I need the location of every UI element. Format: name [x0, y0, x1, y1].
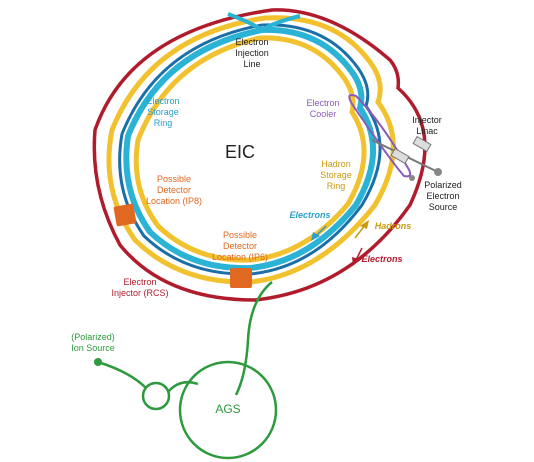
label-detector-ip6: Possible Detector Location (IP6) — [212, 230, 268, 262]
label-ion-source: (Polarized) Ion Source — [71, 332, 115, 353]
ags-transfer-line — [234, 281, 273, 396]
label-electron-injector: Electron Injector (RCS) — [111, 277, 168, 298]
detector-ip8 — [113, 203, 137, 227]
label-electrons-red: Electrons — [361, 254, 402, 264]
ags-ring — [178, 360, 278, 460]
label-polarized-source: Polarized Electron Source — [424, 180, 462, 212]
ion-source-line — [97, 360, 199, 393]
label-detector-ip6-1: Possible — [223, 230, 257, 240]
label-electron-cooler: Electron Cooler — [306, 98, 339, 119]
label-hadron-storage: Hadron Storage Ring — [320, 159, 352, 191]
polarized-source-dot — [434, 168, 442, 176]
hadron-ring-outer — [106, 15, 396, 285]
label-injector-linac-2: Linac — [416, 126, 438, 136]
label-hadron-storage-3: Ring — [327, 181, 346, 191]
label-detector-ip8-1: Possible — [157, 174, 191, 184]
arrowhead-gold — [360, 220, 369, 229]
label-injector-linac-1: Injector — [412, 115, 442, 125]
arrowhead-red — [352, 257, 359, 266]
booster-ring — [141, 381, 171, 411]
electron-ring-dark — [118, 23, 382, 276]
label-electron-injection-1: Electron — [235, 37, 268, 47]
electron-cooler-loop — [348, 94, 412, 178]
arrowhead-blue — [311, 232, 320, 241]
linac-coil-2 — [412, 135, 432, 153]
label-electrons-blue: Electrons — [289, 210, 330, 220]
label-ion-source-2: Ion Source — [71, 343, 115, 353]
label-detector-ip8: Possible Detector Location (IP8) — [146, 174, 202, 206]
cooler-end-dot — [409, 175, 415, 181]
electron-injection-line — [227, 12, 301, 33]
label-electron-injector-2: Injector (RCS) — [111, 288, 168, 298]
label-injector-linac: Injector Linac — [412, 115, 442, 136]
label-electron-cooler-2: Cooler — [310, 109, 337, 119]
hadron-ring-inner — [133, 35, 367, 263]
linac-coil-1 — [390, 147, 410, 165]
label-hadron-storage-1: Hadron — [321, 159, 351, 169]
label-electron-storage-3: Ring — [154, 118, 173, 128]
label-hadron-storage-2: Storage — [320, 170, 352, 180]
ion-source-dot — [94, 358, 102, 366]
eic-title: EIC — [225, 142, 255, 162]
label-ags: AGS — [215, 402, 240, 416]
label-electron-injection-2: Injection — [235, 48, 269, 58]
label-electron-injection-3: Line — [243, 59, 260, 69]
label-polarized-source-3: Source — [429, 202, 458, 212]
label-detector-ip6-3: Location (IP6) — [212, 252, 268, 262]
label-polarized-source-1: Polarized — [424, 180, 462, 190]
label-detector-ip6-2: Detector — [223, 241, 257, 251]
label-electron-injection: Electron Injection Line — [235, 37, 269, 69]
label-detector-ip8-3: Location (IP8) — [146, 196, 202, 206]
label-electron-injector-1: Electron — [123, 277, 156, 287]
label-electron-storage: Electron Storage Ring — [146, 96, 179, 128]
electron-ring — [123, 26, 377, 272]
label-electron-cooler-1: Electron — [306, 98, 339, 108]
label-polarized-source-2: Electron — [426, 191, 459, 201]
label-electron-storage-2: Storage — [147, 107, 179, 117]
label-electron-storage-1: Electron — [146, 96, 179, 106]
label-hadrons: Hadrons — [375, 221, 412, 231]
label-detector-ip8-2: Detector — [157, 185, 191, 195]
detector-ip6 — [230, 268, 252, 288]
label-ion-source-1: (Polarized) — [71, 332, 115, 342]
rcs-ring — [92, 8, 427, 302]
